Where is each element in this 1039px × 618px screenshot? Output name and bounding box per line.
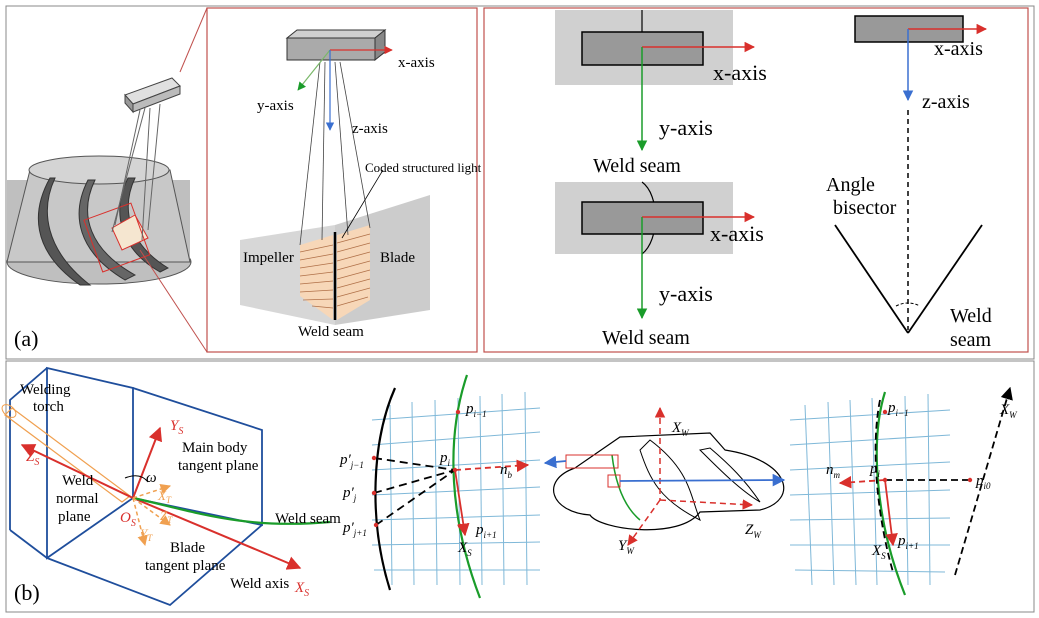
weld-normal-label-3: plane xyxy=(58,509,91,525)
blade-label: Blade xyxy=(380,250,415,266)
sensor-x-label: x-axis xyxy=(398,55,435,71)
coded-light-leader xyxy=(341,169,384,239)
yw-center-label: YW xyxy=(618,538,635,556)
xw-center-label: XW xyxy=(671,420,690,438)
main-body-label-1: Main body xyxy=(182,440,248,456)
r-xs-label: XS xyxy=(871,543,886,561)
panel-b-border xyxy=(5,360,1035,613)
laser-sensor xyxy=(124,77,181,114)
sensor-box xyxy=(285,28,387,62)
pi-1-label: pi−1 xyxy=(465,401,487,419)
sensor-detail xyxy=(240,28,430,325)
impeller-sketch xyxy=(543,406,786,546)
panel-b-label: (b) xyxy=(14,580,40,605)
zw-center-label: ZW xyxy=(745,522,762,540)
top2-x-label: x-axis xyxy=(710,221,764,246)
weld-normal-label-2: normal xyxy=(56,491,99,507)
pi-label: pi xyxy=(439,450,451,468)
r-xw-label: XW xyxy=(999,402,1018,420)
weld-normal-label-1: Weld xyxy=(62,473,94,489)
torch-label-1: Welding xyxy=(20,382,71,398)
mesh-left xyxy=(371,374,541,599)
zt-label: ZT xyxy=(160,508,173,525)
torch-label-2: torch xyxy=(33,399,64,415)
omega-label: ω xyxy=(146,470,157,486)
weld-seam-b-label: Weld seam xyxy=(275,511,341,527)
blade-plane-label-1: Blade xyxy=(170,540,205,556)
panel-a-label: (a) xyxy=(14,326,38,351)
side-weld-label-1: Weld xyxy=(950,305,992,327)
top2-caption: Weld seam xyxy=(602,327,690,349)
side-weld-label-2: seam xyxy=(950,329,992,351)
sensor-y-label: y-axis xyxy=(257,98,294,114)
pj-label: p′j xyxy=(342,485,357,503)
main-body-label-2: tangent plane xyxy=(178,458,259,474)
xt-label: XT xyxy=(157,488,172,505)
pj-1-label: p′j−1 xyxy=(339,452,364,470)
nm-label: nm xyxy=(826,462,841,480)
blade-plane-label-2: tangent plane xyxy=(145,558,226,574)
panel-a-border xyxy=(5,5,1035,360)
weld-frame-diagram xyxy=(1,366,331,607)
top-view-1 xyxy=(555,10,756,152)
r-pi+1-label: pi+1 xyxy=(897,533,919,551)
weld-axis-label: Weld axis xyxy=(230,576,289,592)
os-label: OS xyxy=(120,510,136,529)
r-pi-label: pi xyxy=(869,461,881,479)
ys-label: YS xyxy=(170,418,183,437)
side-x-label: x-axis xyxy=(934,38,983,60)
side-z-label: z-axis xyxy=(922,91,970,113)
top1-caption: Weld seam xyxy=(593,155,681,177)
nb-label: nb xyxy=(500,462,513,480)
sensor-z-label: z-axis xyxy=(352,121,388,137)
top1-x-label: x-axis xyxy=(713,60,767,85)
y-axis-arrow xyxy=(297,49,331,91)
zs-label: ZS xyxy=(26,449,39,468)
bisector-label-2: bisector xyxy=(833,197,897,219)
bisector-label-1: Angle xyxy=(826,174,875,196)
zoom-box xyxy=(206,7,478,353)
side-view xyxy=(834,15,988,334)
mesh-right xyxy=(789,386,1013,596)
impeller-scene xyxy=(6,7,208,353)
r-pi0-label: pi0 xyxy=(975,473,991,491)
top-view-2 xyxy=(555,181,756,320)
yt-label: YT xyxy=(140,526,153,543)
coded-light-label: Coded structured light xyxy=(365,160,482,175)
pj+1-label: p′j+1 xyxy=(342,520,367,538)
mid-xs-label: XS xyxy=(457,540,472,558)
r-pi-1-label: pi−1 xyxy=(887,400,909,418)
top1-y-label: y-axis xyxy=(659,115,713,140)
impeller-label: Impeller xyxy=(243,250,294,266)
pi+1-label: pi+1 xyxy=(475,522,497,540)
views-box xyxy=(483,7,1029,353)
weld-seam-label: Weld seam xyxy=(298,324,364,340)
xs-label: XS xyxy=(294,580,309,599)
top2-y-label: y-axis xyxy=(659,281,713,306)
